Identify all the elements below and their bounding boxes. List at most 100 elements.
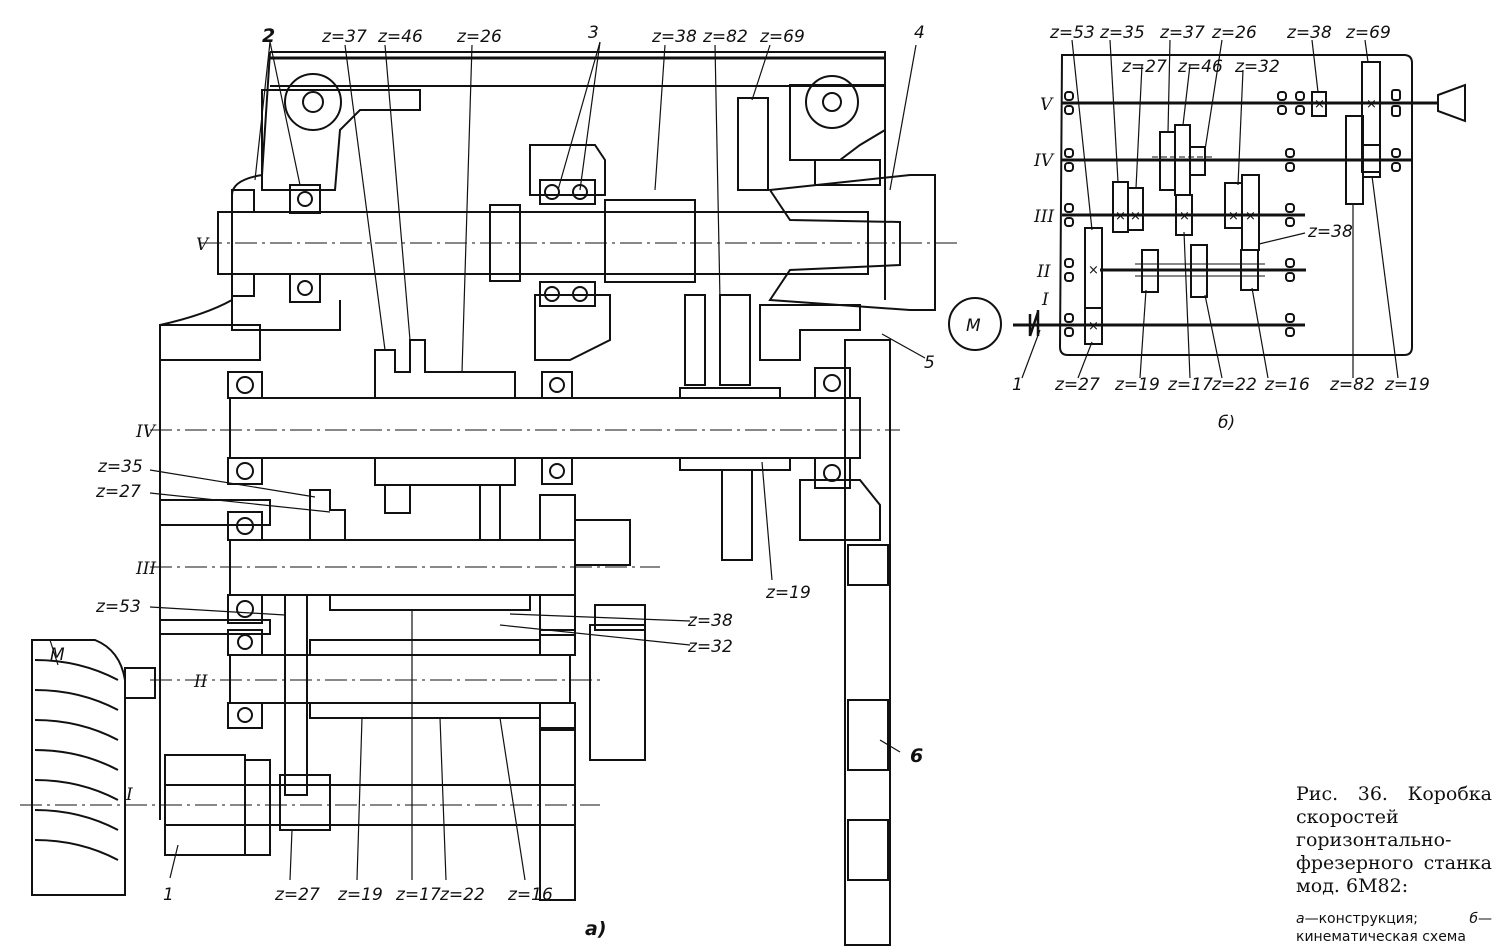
scheme-label-z22: z=22 <box>1211 375 1257 395</box>
part-label-5: 5 <box>924 353 935 373</box>
scheme-label-z27-upper: z=27 <box>1121 57 1167 77</box>
scheme-gear-z38-v <box>1311 91 1327 117</box>
scheme-label-z46: z=46 <box>1177 57 1223 77</box>
housing-top-left <box>261 89 421 191</box>
scheme-shaft-label-i: I <box>1041 290 1049 310</box>
gear-z69 <box>737 97 769 191</box>
subcaption-b-key: б <box>1469 911 1478 927</box>
gear-label-z27-left: z=27 <box>95 482 141 502</box>
scheme-gear-z27-iii <box>1127 187 1144 231</box>
panel-a-leaders <box>49 41 926 881</box>
figure-caption: Рис. 36. Коробка скоростей горизонтально… <box>1296 783 1492 946</box>
panel-b-leaders <box>1021 39 1399 379</box>
scheme-shaft-label-v: V <box>1040 95 1054 115</box>
gear-label-z27-bottom: z=27 <box>274 885 320 905</box>
pulley-6 <box>844 339 891 946</box>
part-label-3: 3 <box>588 23 599 43</box>
scheme-gear-z35 <box>1112 181 1129 233</box>
gear-label-z38-right: z=38 <box>687 611 733 631</box>
subcaption-b-text: —кинематическая схема <box>1296 911 1492 945</box>
motor-label-a: M <box>50 645 65 665</box>
figure-subcaption: а—конструкция; б—кинематическая схема <box>1296 910 1492 946</box>
gear-label-z32: z=32 <box>687 637 733 657</box>
figure-number: Рис. 36. <box>1296 783 1388 805</box>
subcaption-a-text: —конструкция; <box>1304 911 1419 927</box>
svg-text:×: × <box>1228 209 1239 224</box>
scheme-motor <box>948 297 1002 351</box>
shaft-label-v: V <box>196 235 210 255</box>
shaft-label-iv: IV <box>135 422 157 442</box>
housing-outline <box>159 51 886 820</box>
shaft-label-i: I <box>125 785 133 805</box>
shaft-ii <box>229 654 571 704</box>
scheme-label-z53: z=53 <box>1049 23 1095 43</box>
svg-text:×: × <box>1179 209 1190 224</box>
scheme-label-z38-top: z=38 <box>1286 23 1332 43</box>
shaft-iv <box>229 397 861 459</box>
scheme-label-z19-right: z=19 <box>1384 375 1430 395</box>
svg-text:×: × <box>1088 319 1099 334</box>
scheme-gear-z27-i <box>1084 307 1103 345</box>
svg-text:×: × <box>1366 97 1377 112</box>
shaft-label-iii: III <box>135 559 156 579</box>
scheme-label-z16: z=16 <box>1264 375 1310 395</box>
svg-text:×: × <box>1314 97 1325 112</box>
gear-label-z69: z=69 <box>759 27 805 47</box>
gear-label-z35: z=35 <box>97 457 143 477</box>
subcaption-a-key: а <box>1296 911 1305 927</box>
gear-label-z26: z=26 <box>456 27 502 47</box>
gear-label-z53: z=53 <box>95 597 141 617</box>
gear-z53 <box>284 594 308 796</box>
scheme-label-z17: z=17 <box>1167 375 1213 395</box>
svg-text:×: × <box>1245 209 1256 224</box>
panel-a-label: а) <box>585 918 607 940</box>
scheme-label-z37: z=37 <box>1159 23 1205 43</box>
gear-label-z37: z=37 <box>321 27 367 47</box>
panel-b-labels: z=53 z=35 z=37 z=26 z=38 z=69 z=27 z=46 … <box>966 23 1430 433</box>
scheme-label-z19-bottom: z=19 <box>1114 375 1160 395</box>
gear-label-z82: z=82 <box>702 27 748 47</box>
spindle-nose <box>768 174 936 311</box>
scheme-clutch <box>1028 310 1040 337</box>
panel-a-construction <box>20 51 960 946</box>
scheme-label-z35: z=35 <box>1099 23 1145 43</box>
part-label-4: 4 <box>914 23 925 43</box>
shaft-label-ii: II <box>193 672 208 692</box>
gear-label-z22: z=22 <box>439 885 485 905</box>
scheme-gear-z16 <box>1240 249 1259 291</box>
gear-label-z38-top: z=38 <box>651 27 697 47</box>
panel-b-label: б) <box>1218 413 1235 433</box>
scheme-label-z69: z=69 <box>1345 23 1391 43</box>
scheme-gear-z26 <box>1189 146 1206 176</box>
scheme-spindle-tip <box>1437 83 1466 123</box>
scheme-label-z38-right: z=38 <box>1307 222 1353 242</box>
svg-text:×: × <box>1115 209 1126 224</box>
scheme-gear-z19-iv <box>1362 144 1381 178</box>
svg-text:×: × <box>1130 209 1141 224</box>
motor-a <box>31 639 126 896</box>
scheme-label-z26: z=26 <box>1211 23 1257 43</box>
gear-label-z19-bottom: z=19 <box>337 885 383 905</box>
scheme-shaft-label-iii: III <box>1033 207 1054 227</box>
scheme-frame <box>1058 54 1413 356</box>
scheme-shaft-label-iv: IV <box>1033 151 1055 171</box>
scheme-label-z82: z=82 <box>1329 375 1375 395</box>
scheme-gear-z22 <box>1190 244 1208 298</box>
scheme-motor-label: M <box>966 316 981 336</box>
panel-b-kinematic-scheme <box>948 54 1466 356</box>
scheme-gear-z69 <box>1361 61 1381 173</box>
housing-top-right <box>789 84 886 161</box>
part-label-6: 6 <box>910 745 923 767</box>
part-label-1: 1 <box>163 885 174 905</box>
scheme-shaft-label-ii: II <box>1036 262 1051 282</box>
scheme-gear-z19-ii <box>1141 249 1159 293</box>
scheme-label-z32: z=32 <box>1234 57 1280 77</box>
gear-label-z19-right: z=19 <box>765 583 811 603</box>
panel-a-labels: 2 z=37 z=46 z=26 3 z=38 z=82 z=69 4 5 6 … <box>50 23 935 940</box>
gear-label-z17: z=17 <box>395 885 441 905</box>
scheme-fixed-gear-marks: ×× ×× ××× ×× <box>1088 97 1377 334</box>
gear-label-z16: z=16 <box>507 885 553 905</box>
scheme-clutch-label: 1 <box>1012 375 1023 395</box>
part-label-2: 2 <box>262 25 275 47</box>
